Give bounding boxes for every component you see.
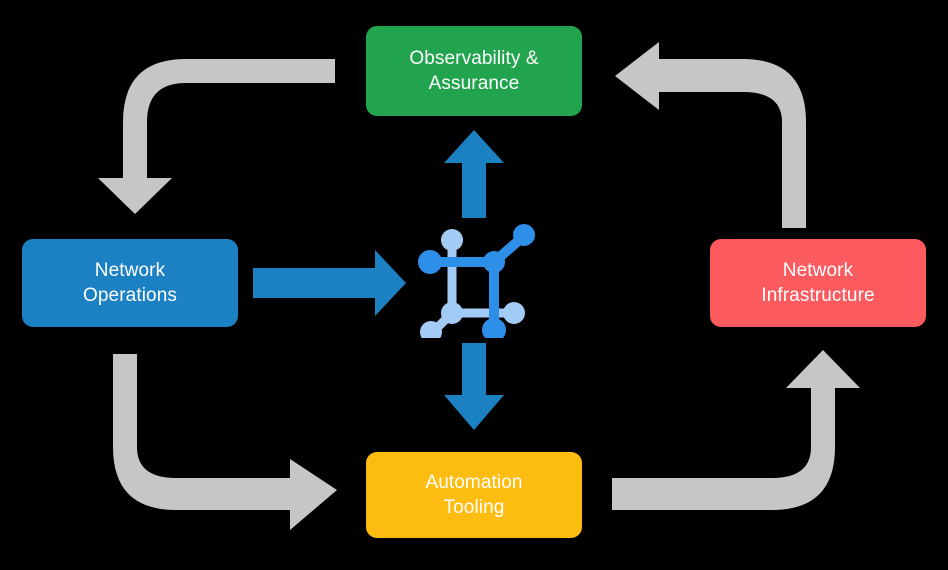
node-observability-assurance-label: Observability & Assurance: [409, 47, 539, 94]
connector-operations-to-center: [253, 250, 406, 316]
connector-infrastructure-to-observability: [615, 42, 806, 228]
topology-node-light-top: [441, 229, 463, 251]
connector-operations-to-automation: [113, 354, 337, 530]
network-topology-icon: [418, 224, 535, 338]
topology-nodes: [418, 224, 535, 338]
node-network-infrastructure-label: Network Infrastructure: [761, 259, 875, 306]
connector-observability-to-operations: [98, 59, 335, 214]
node-observability-assurance[interactable]: Observability & Assurance: [366, 26, 582, 116]
topology-node-dark-left: [418, 250, 442, 274]
topology-node-dark-bottom: [482, 318, 506, 338]
topology-node-light-right: [503, 302, 525, 324]
connector-automation-to-infrastructure: [612, 350, 860, 510]
topology-node-dark-hub: [483, 251, 505, 273]
connector-center-to-automation: [444, 343, 504, 430]
topology-node-light-center: [441, 302, 463, 324]
connector-center-to-observability: [444, 130, 504, 218]
topology-node-dark-top-right: [513, 224, 535, 246]
topology-node-light-bottom-left: [420, 321, 442, 338]
node-network-operations-label: Network Operations: [83, 259, 177, 306]
node-network-infrastructure[interactable]: Network Infrastructure: [710, 239, 926, 327]
node-automation-tooling-label: Automation Tooling: [425, 471, 523, 518]
node-network-operations[interactable]: Network Operations: [22, 239, 238, 327]
node-automation-tooling[interactable]: Automation Tooling: [366, 452, 582, 538]
